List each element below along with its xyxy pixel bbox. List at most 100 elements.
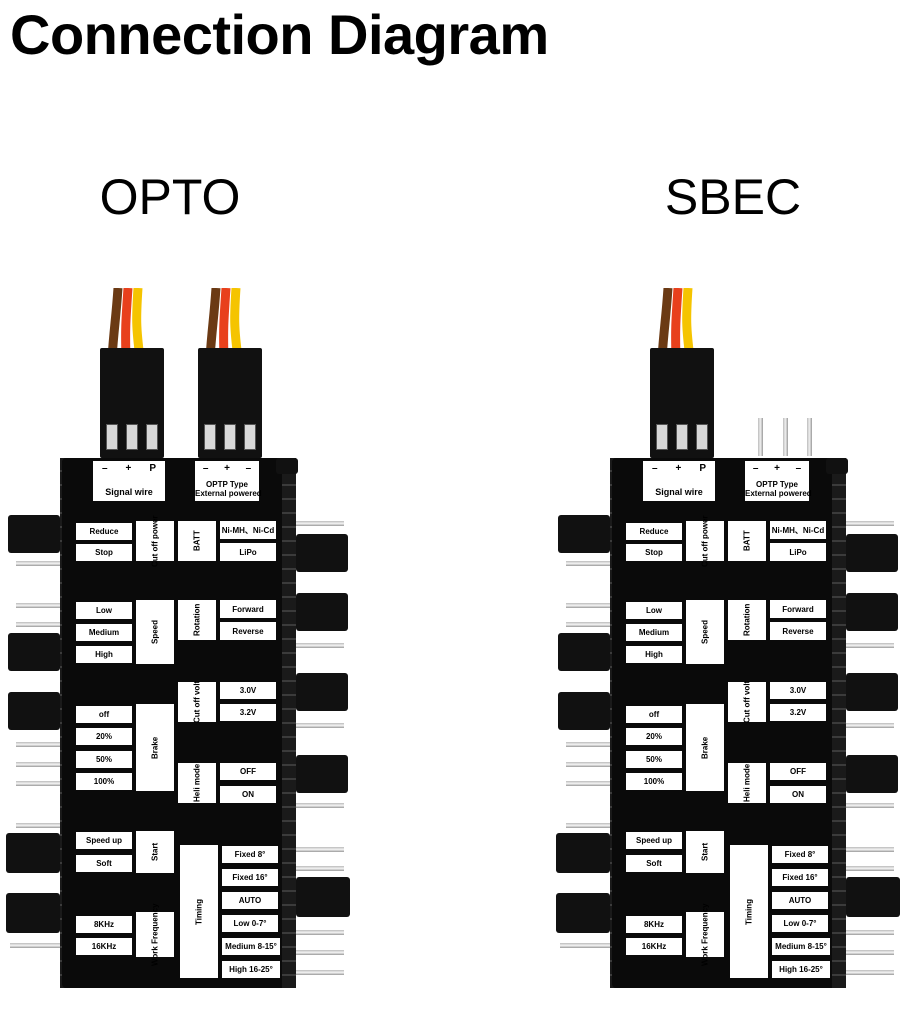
servo-connector — [650, 348, 714, 458]
option-label: LiPo — [770, 543, 826, 561]
option-label: OFF — [220, 763, 276, 780]
group-name-heli-mode: Heli mode — [728, 763, 766, 803]
option-label: Low — [76, 602, 132, 619]
left-header — [8, 515, 60, 553]
left-header — [8, 633, 60, 671]
option-label: Low — [626, 602, 682, 619]
option-label: Fixed 16° — [222, 869, 278, 886]
right-header — [846, 755, 898, 793]
option-label: 100% — [76, 773, 132, 790]
left-header — [556, 833, 610, 873]
group-name-start: Start — [686, 831, 724, 873]
opto-board-label: OPTO — [99, 169, 241, 225]
left-header — [6, 833, 60, 873]
optp-header-pins — [758, 418, 812, 456]
right-header — [296, 673, 348, 711]
option-label: 20% — [626, 728, 682, 745]
sbec-board-label: SBEC — [664, 169, 802, 225]
option-label: 16KHz — [76, 938, 132, 955]
right-header — [296, 755, 348, 793]
option-label: High — [626, 646, 682, 663]
option-label: Stop — [76, 544, 132, 561]
group-name-brake: Brake — [136, 704, 174, 791]
option-label: Soft — [76, 855, 132, 872]
option-label: High — [76, 646, 132, 663]
right-header — [846, 534, 898, 572]
option-label: Speed up — [626, 832, 682, 849]
option-label: Medium 8-15° — [222, 938, 280, 955]
left-header — [558, 515, 610, 553]
right-header — [296, 534, 348, 572]
left-header — [556, 893, 610, 933]
option-label: Speed up — [76, 832, 132, 849]
group-name-batt: BATT — [178, 521, 216, 561]
right-header — [846, 673, 898, 711]
group-name-speed: Speed — [686, 600, 724, 664]
option-label: 100% — [626, 773, 682, 790]
left-header — [558, 633, 610, 671]
option-label: Stop — [626, 544, 682, 561]
option-label: AUTO — [222, 892, 278, 909]
option-label: 50% — [626, 751, 682, 768]
option-label: Reverse — [220, 622, 276, 640]
option-label: Fixed 8° — [772, 846, 828, 863]
option-label: ON — [770, 786, 826, 803]
option-label: Soft — [626, 855, 682, 872]
option-label: Medium — [76, 624, 132, 641]
option-label: 20% — [76, 728, 132, 745]
group-name-work-frequency: Work Frequency — [686, 903, 724, 966]
option-label: Ni-MH、Ni-Cd — [220, 521, 276, 539]
group-name-cutoff-power: Cut off power — [136, 515, 174, 567]
option-label: off — [76, 706, 132, 723]
option-label: 3.2V — [220, 704, 276, 721]
option-label: Medium — [626, 624, 682, 641]
option-label: LiPo — [220, 543, 276, 561]
option-label: Forward — [770, 600, 826, 618]
left-header — [558, 692, 610, 730]
group-name-heli-mode: Heli mode — [178, 763, 216, 803]
group-name-cutoff-power: Cut off power — [686, 515, 724, 567]
option-label: 8KHz — [626, 916, 682, 933]
option-label: Fixed 8° — [222, 846, 278, 863]
left-header — [8, 692, 60, 730]
option-label: Low 0-7° — [222, 915, 278, 932]
option-label: 8KHz — [76, 916, 132, 933]
option-label: off — [626, 706, 682, 723]
group-name-timing: Timing — [730, 845, 768, 978]
left-header — [6, 893, 60, 933]
option-label: Fixed 16° — [772, 869, 828, 886]
servo-connector — [100, 348, 164, 458]
servo-connector — [198, 348, 262, 458]
group-name-brake: Brake — [686, 704, 724, 791]
option-label: 3.0V — [770, 682, 826, 699]
group-name-work-frequency: Work Frequency — [136, 903, 174, 966]
group-name-speed: Speed — [136, 600, 174, 664]
option-label: Reverse — [770, 622, 826, 640]
option-label: 3.2V — [770, 704, 826, 721]
option-label: 50% — [76, 751, 132, 768]
group-name-rotation: Rotation — [178, 600, 216, 640]
right-header — [846, 877, 900, 917]
right-header — [846, 593, 898, 631]
option-label: High 16-25° — [772, 961, 830, 978]
group-name-cutoff-volt: Cut off volt — [178, 681, 216, 723]
option-label: High 16-25° — [222, 961, 280, 978]
page-title: Connection Diagram — [10, 3, 549, 66]
option-label: 16KHz — [626, 938, 682, 955]
option-label: AUTO — [772, 892, 828, 909]
group-name-rotation: Rotation — [728, 600, 766, 640]
option-label: 3.0V — [220, 682, 276, 699]
option-label: Medium 8-15° — [772, 938, 830, 955]
option-label: Low 0-7° — [772, 915, 828, 932]
right-header — [296, 593, 348, 631]
group-name-batt: BATT — [728, 521, 766, 561]
option-label: Reduce — [626, 523, 682, 540]
group-name-timing: Timing — [180, 845, 218, 978]
group-name-start: Start — [136, 831, 174, 873]
